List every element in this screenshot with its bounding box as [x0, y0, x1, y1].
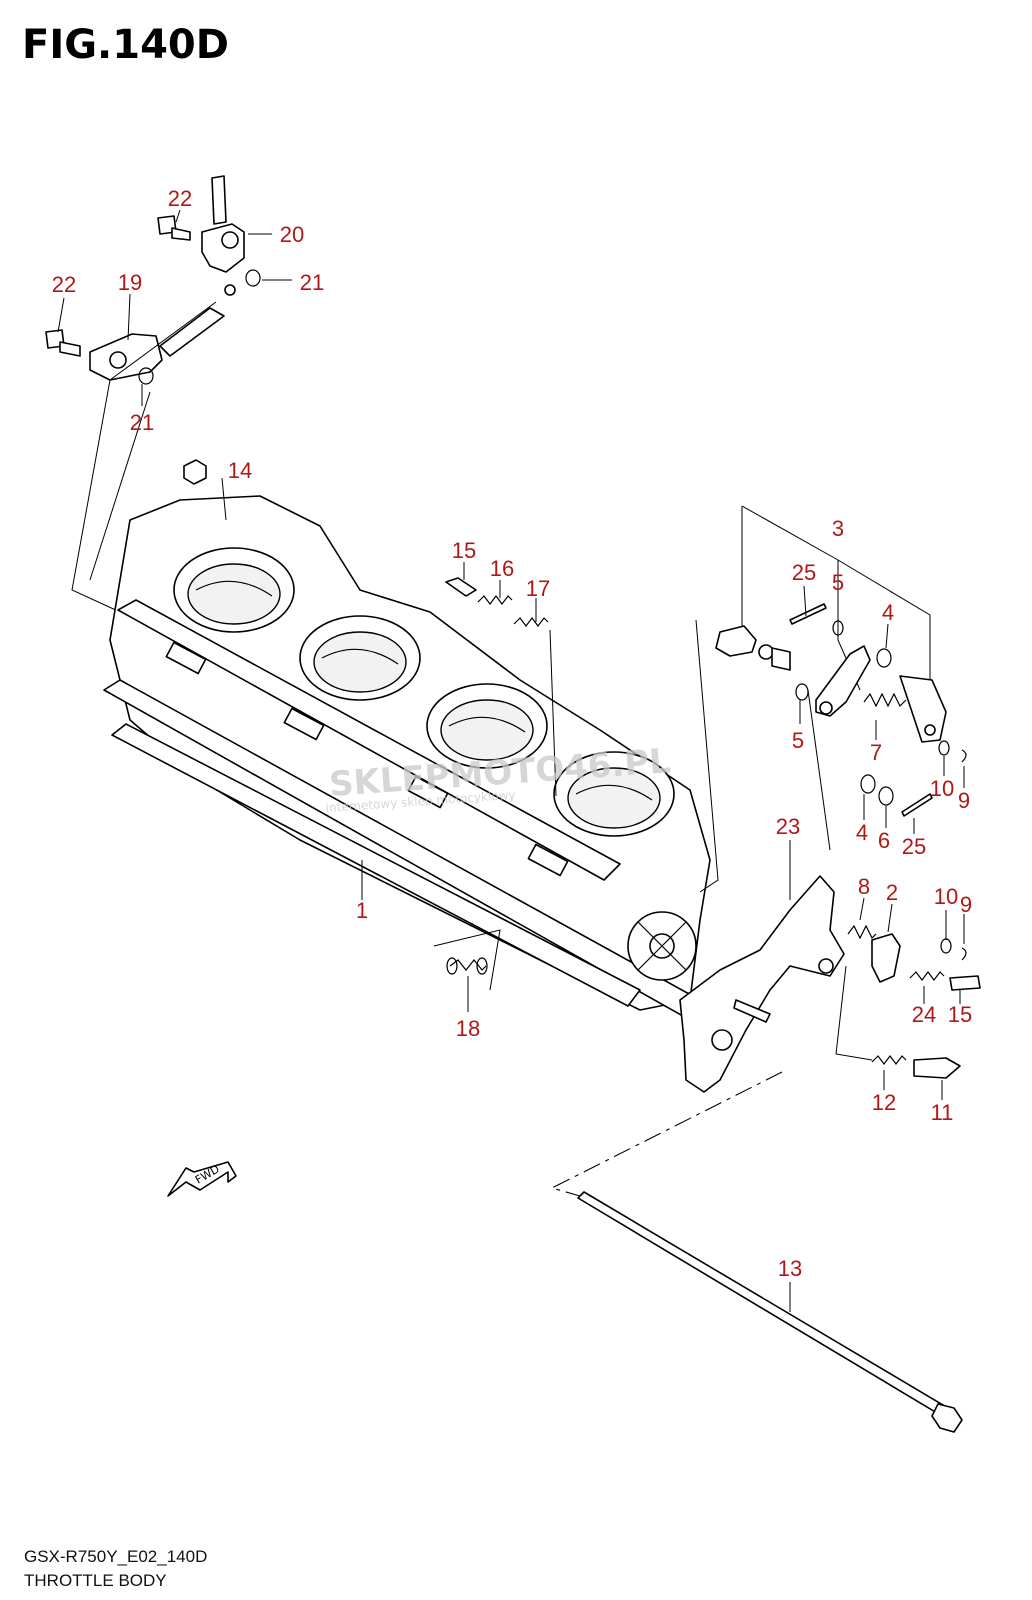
callout-5-bottom: 5	[792, 728, 804, 753]
callout-7: 7	[870, 740, 882, 765]
callout-23: 23	[776, 814, 800, 839]
callout-19: 19	[118, 270, 142, 295]
callout-22-left: 22	[52, 272, 76, 297]
figure-title: FIG.140D	[22, 22, 229, 68]
callout-10-bottom: 10	[934, 884, 958, 909]
callout-11: 11	[931, 1100, 954, 1125]
callout-1: 1	[356, 898, 368, 923]
leader-lines	[57, 209, 965, 1312]
callout-3: 3	[832, 516, 844, 541]
callout-2: 2	[886, 880, 898, 905]
callout-25-bottom: 25	[902, 834, 926, 859]
callout-4-top: 4	[882, 600, 894, 625]
throttle-bore-4	[553, 751, 675, 837]
link-assembly-3	[695, 505, 967, 893]
callout-12: 12	[872, 1090, 896, 1115]
callout-17: 17	[526, 576, 550, 601]
fwd-direction-arrow: FWD	[167, 1161, 237, 1197]
callout-6: 6	[878, 828, 890, 853]
callout-8: 8	[858, 874, 870, 899]
throttle-body-assembly	[103, 495, 711, 1021]
throttle-bore-3	[426, 683, 548, 769]
nut-14	[183, 459, 207, 485]
sensor-group	[45, 175, 261, 613]
callout-25-top: 25	[792, 560, 816, 585]
callout-9-bottom: 9	[960, 892, 972, 917]
callout-15-bottom: 15	[948, 1002, 972, 1027]
callout-14: 14	[228, 458, 252, 483]
callout-labels: 22 20 21 22 19 21 14 15 16 17 1 18 3 25 …	[52, 186, 972, 1281]
spring-18	[446, 957, 488, 975]
callout-24: 24	[912, 1002, 936, 1027]
callout-13: 13	[778, 1256, 802, 1281]
bracket-23-group	[550, 875, 981, 1197]
callout-21-top: 21	[300, 270, 324, 295]
callout-10-top: 10	[930, 776, 954, 801]
callout-5-top: 5	[832, 570, 844, 595]
callout-20: 20	[280, 222, 304, 247]
throttle-bore-1	[173, 547, 295, 633]
long-bolt-13	[577, 1191, 963, 1433]
footer-model-code: GSX-R750Y_E02_140D	[24, 1547, 207, 1566]
small-parts-15-16-17	[445, 577, 549, 627]
callout-21-bottom: 21	[130, 410, 154, 435]
footer-section-name: THROTTLE BODY	[24, 1571, 167, 1590]
callout-18: 18	[456, 1016, 480, 1041]
callout-22-top: 22	[168, 186, 192, 211]
callout-16: 16	[490, 556, 514, 581]
throttle-bore-2	[299, 615, 421, 701]
callout-4-bottom: 4	[856, 820, 868, 845]
callout-9-top: 9	[958, 788, 970, 813]
callout-15-top: 15	[452, 538, 476, 563]
